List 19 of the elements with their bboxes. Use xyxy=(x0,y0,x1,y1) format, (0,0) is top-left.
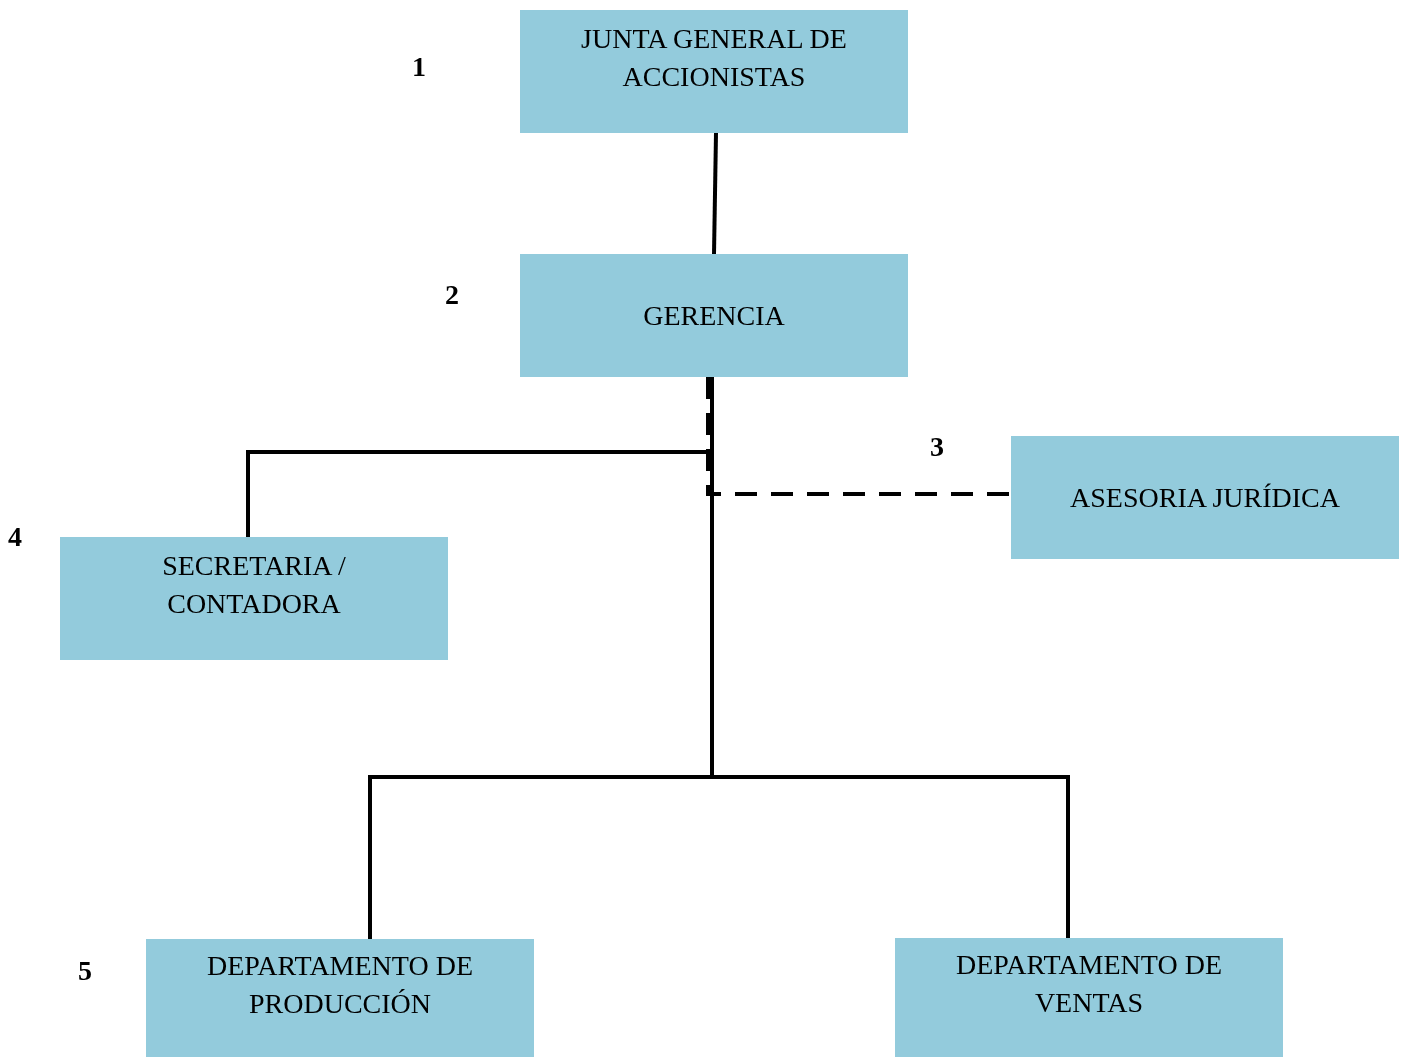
box-label: SECRETARIA / CONTADORA xyxy=(161,549,347,621)
org-box xyxy=(895,938,1283,1057)
box-label: DEPARTAMENTO DE PRODUCCIÓN xyxy=(206,949,474,1021)
box-label: DEPARTAMENTO DE VENTAS xyxy=(955,948,1223,1020)
box-label: ASESORIA JURÍDICA xyxy=(1070,480,1340,515)
org-box xyxy=(146,939,534,1057)
level-number: 3 xyxy=(930,432,944,462)
level-number: 2 xyxy=(445,280,459,310)
box-label: GERENCIA xyxy=(643,298,785,333)
connector-line xyxy=(712,132,718,255)
org-box xyxy=(60,537,448,660)
level-number: 5 xyxy=(78,956,92,986)
level-number: 4 xyxy=(8,522,22,552)
org-box xyxy=(520,254,908,377)
box-label: JUNTA GENERAL DE ACCIONISTAS xyxy=(580,22,848,94)
org-box xyxy=(520,10,908,133)
org-box xyxy=(1011,436,1399,559)
level-number: 1 xyxy=(412,52,426,82)
connector-line xyxy=(706,377,1011,496)
